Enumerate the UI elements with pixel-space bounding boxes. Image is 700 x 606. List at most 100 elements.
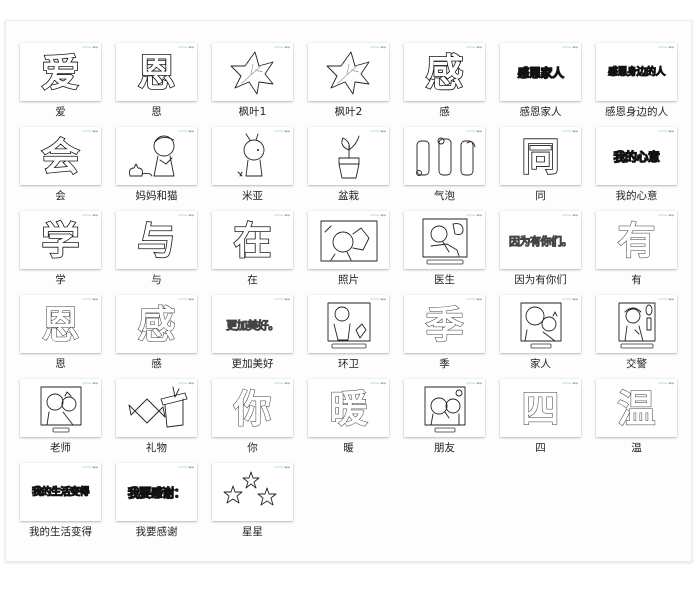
thumbnail-card[interactable]: momo app 在 [212, 211, 293, 269]
gallery-item[interactable]: momo app 感 感 [404, 43, 485, 118]
item-label[interactable]: 因为有你们 [514, 274, 567, 286]
gallery-item[interactable]: momo app 更加美好。 更加美好 [212, 295, 293, 370]
gallery-item[interactable]: momo app 朋友 [404, 379, 485, 454]
gallery-item[interactable]: momo app 爱 爱 [20, 43, 101, 118]
gallery-item[interactable]: momo app 感恩身边的人 感恩身边的人 [596, 43, 677, 118]
item-label[interactable]: 星星 [242, 526, 263, 538]
gallery-item[interactable]: momo app 暖 暖 [308, 379, 389, 454]
item-label[interactable]: 朋友 [434, 442, 455, 454]
item-label[interactable]: 我要感谢 [135, 526, 178, 538]
item-label[interactable]: 老师 [50, 442, 71, 454]
thumbnail-card[interactable]: momo app 因为有你们。 [500, 211, 581, 269]
gallery-item[interactable]: momo app 家人 [500, 295, 581, 370]
gallery-item[interactable]: momo app 会 会 [20, 127, 101, 202]
gallery-item[interactable]: momo app 恩 恩 [116, 43, 197, 118]
thumbnail-card[interactable]: momo app [404, 379, 485, 437]
item-label[interactable]: 感恩身边的人 [605, 106, 668, 118]
thumbnail-card[interactable]: momo app 与 [116, 211, 197, 269]
thumbnail-card[interactable]: momo app [212, 127, 293, 185]
item-label[interactable]: 在 [247, 274, 258, 286]
item-label[interactable]: 枫叶1 [238, 106, 267, 118]
thumbnail-card[interactable]: momo app [404, 211, 485, 269]
gallery-item[interactable]: momo app 恩 恩 [20, 295, 101, 370]
gallery-item[interactable]: momo app 环卫 [308, 295, 389, 370]
gallery-item[interactable]: momo app 妈妈和猫 [116, 127, 197, 202]
item-label[interactable]: 同 [535, 190, 546, 202]
gallery-item[interactable]: momo app 你 你 [212, 379, 293, 454]
gallery-item[interactable]: momo app 气泡 [404, 127, 485, 202]
gallery-item[interactable]: momo app 我要感谢： 我要感谢 [116, 463, 197, 538]
item-label[interactable]: 会 [55, 190, 66, 202]
item-label[interactable]: 感 [439, 106, 450, 118]
gallery-item[interactable]: momo app 学 学 [20, 211, 101, 286]
thumbnail-card[interactable]: momo app 季 [404, 295, 485, 353]
thumbnail-card[interactable]: momo app [308, 211, 389, 269]
thumbnail-card[interactable]: momo app [116, 379, 197, 437]
gallery-item[interactable]: momo app 老师 [20, 379, 101, 454]
item-label[interactable]: 我的心意 [615, 190, 658, 202]
thumbnail-card[interactable]: momo app 有 [596, 211, 677, 269]
gallery-item[interactable]: momo app 四 四 [500, 379, 581, 454]
gallery-item[interactable]: momo app 枫叶2 [308, 43, 389, 118]
thumbnail-card[interactable]: momo app 我的生活变得 [20, 463, 101, 521]
gallery-item[interactable]: momo app 盆栽 [308, 127, 389, 202]
item-label[interactable]: 更加美好 [231, 358, 274, 370]
gallery-item[interactable]: momo app 我的心意 我的心意 [596, 127, 677, 202]
item-label[interactable]: 感 [151, 358, 162, 370]
gallery-item[interactable]: momo app 同 同 [500, 127, 581, 202]
item-label[interactable]: 妈妈和猫 [135, 190, 178, 202]
item-label[interactable]: 学 [55, 274, 66, 286]
item-label[interactable]: 温 [631, 442, 642, 454]
item-label[interactable]: 家人 [530, 358, 551, 370]
item-label[interactable]: 有 [631, 274, 642, 286]
thumbnail-card[interactable]: momo app 更加美好。 [212, 295, 293, 353]
gallery-item[interactable]: momo app 与 与 [116, 211, 197, 286]
item-label[interactable]: 交警 [626, 358, 647, 370]
item-label[interactable]: 季 [439, 358, 450, 370]
item-label[interactable]: 与 [151, 274, 162, 286]
item-label[interactable]: 礼物 [146, 442, 167, 454]
item-label[interactable]: 感恩家人 [519, 106, 562, 118]
gallery-item[interactable]: momo app 因为有你们。 因为有你们 [500, 211, 581, 286]
thumbnail-card[interactable]: momo app [212, 43, 293, 101]
thumbnail-card[interactable]: momo app 恩 [20, 295, 101, 353]
gallery-item[interactable]: momo app 枫叶1 [212, 43, 293, 118]
gallery-item[interactable]: momo app 我的生活变得 我的生活变得 [20, 463, 101, 538]
item-label[interactable]: 米亚 [242, 190, 263, 202]
thumbnail-card[interactable]: momo app 感恩身边的人 [596, 43, 677, 101]
item-label[interactable]: 爱 [55, 106, 66, 118]
thumbnail-card[interactable]: momo app [20, 379, 101, 437]
gallery-item[interactable]: momo app 礼物 [116, 379, 197, 454]
thumbnail-card[interactable]: momo app 四 [500, 379, 581, 437]
thumbnail-card[interactable]: momo app [308, 43, 389, 101]
gallery-item[interactable]: momo app 在 在 [212, 211, 293, 286]
item-label[interactable]: 你 [247, 442, 258, 454]
gallery-item[interactable]: momo app 米亚 [212, 127, 293, 202]
thumbnail-card[interactable]: momo app 感恩家人 [500, 43, 581, 101]
item-label[interactable]: 恩 [55, 358, 66, 370]
thumbnail-card[interactable]: momo app 感 [116, 295, 197, 353]
thumbnail-card[interactable]: momo app [308, 127, 389, 185]
item-label[interactable]: 气泡 [434, 190, 455, 202]
thumbnail-card[interactable]: momo app 爱 [20, 43, 101, 101]
gallery-item[interactable]: momo app 有 有 [596, 211, 677, 286]
thumbnail-card[interactable]: momo app [116, 127, 197, 185]
item-label[interactable]: 恩 [151, 106, 162, 118]
gallery-item[interactable]: momo app 感恩家人 感恩家人 [500, 43, 581, 118]
thumbnail-card[interactable]: momo app [404, 127, 485, 185]
thumbnail-card[interactable]: momo app 温 [596, 379, 677, 437]
thumbnail-card[interactable]: momo app 我要感谢： [116, 463, 197, 521]
thumbnail-card[interactable]: momo app [212, 463, 293, 521]
gallery-item[interactable]: momo app 医生 [404, 211, 485, 286]
item-label[interactable]: 盆栽 [338, 190, 359, 202]
item-label[interactable]: 环卫 [338, 358, 359, 370]
item-label[interactable]: 我的生活变得 [29, 526, 92, 538]
item-label[interactable]: 暖 [343, 442, 354, 454]
thumbnail-card[interactable]: momo app 感 [404, 43, 485, 101]
gallery-item[interactable]: momo app 季 季 [404, 295, 485, 370]
thumbnail-card[interactable]: momo app 你 [212, 379, 293, 437]
thumbnail-card[interactable]: momo app 同 [500, 127, 581, 185]
gallery-item[interactable]: momo app 照片 [308, 211, 389, 286]
thumbnail-card[interactable]: momo app 学 [20, 211, 101, 269]
item-label[interactable]: 照片 [338, 274, 359, 286]
